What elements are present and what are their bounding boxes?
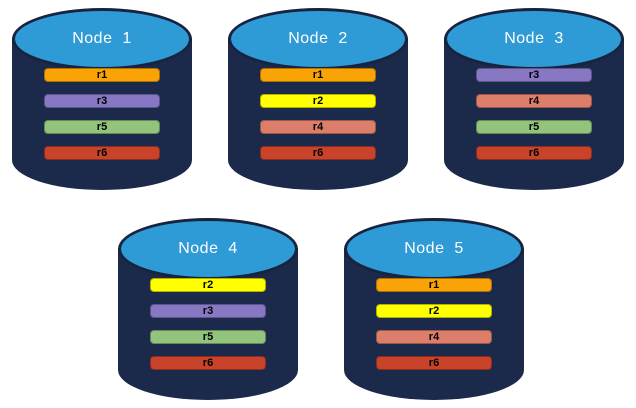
replica-bar-r6: r6	[150, 356, 266, 370]
replica-bar-r2: r2	[260, 94, 376, 108]
db-cylinder-top: Node 3	[444, 8, 624, 70]
replica-bar-r3: r3	[476, 68, 592, 82]
db-cylinder-top: Node 1	[12, 8, 192, 70]
replica-bar-r4: r4	[476, 94, 592, 108]
replica-bar-list: r1 r2 r4 r6	[228, 68, 408, 160]
db-node-1: Node 1 r1 r3 r5 r6	[12, 8, 192, 190]
replica-bar-list: r1 r2 r4 r6	[344, 278, 524, 370]
replica-bar-r1: r1	[44, 68, 160, 82]
replica-bar-r5: r5	[476, 120, 592, 134]
db-node-4: Node 4 r2 r3 r5 r6	[118, 218, 298, 400]
node-title: Node 5	[404, 240, 464, 257]
db-cylinder-top: Node 2	[228, 8, 408, 70]
replica-bar-r5: r5	[44, 120, 160, 134]
node-title: Node 2	[288, 30, 348, 47]
replica-bar-r6: r6	[376, 356, 492, 370]
replica-bar-r2: r2	[150, 278, 266, 292]
replica-bar-r4: r4	[260, 120, 376, 134]
db-node-2: Node 2 r1 r2 r4 r6	[228, 8, 408, 190]
replica-bar-list: r3 r4 r5 r6	[444, 68, 624, 160]
node-title: Node 4	[178, 240, 238, 257]
replica-bar-r1: r1	[376, 278, 492, 292]
replica-bar-list: r2 r3 r5 r6	[118, 278, 298, 370]
node-title: Node 3	[504, 30, 564, 47]
replica-bar-r5: r5	[150, 330, 266, 344]
db-cylinder-top: Node 5	[344, 218, 524, 280]
node-title: Node 1	[72, 30, 132, 47]
replica-bar-r4: r4	[376, 330, 492, 344]
replica-bar-r2: r2	[376, 304, 492, 318]
db-node-3: Node 3 r3 r4 r5 r6	[444, 8, 624, 190]
replica-bar-list: r1 r3 r5 r6	[12, 68, 192, 160]
replica-bar-r6: r6	[476, 146, 592, 160]
replica-bar-r6: r6	[260, 146, 376, 160]
db-node-5: Node 5 r1 r2 r4 r6	[344, 218, 524, 400]
replica-bar-r3: r3	[150, 304, 266, 318]
db-cylinder-top: Node 4	[118, 218, 298, 280]
replica-bar-r6: r6	[44, 146, 160, 160]
replica-bar-r3: r3	[44, 94, 160, 108]
replica-bar-r1: r1	[260, 68, 376, 82]
